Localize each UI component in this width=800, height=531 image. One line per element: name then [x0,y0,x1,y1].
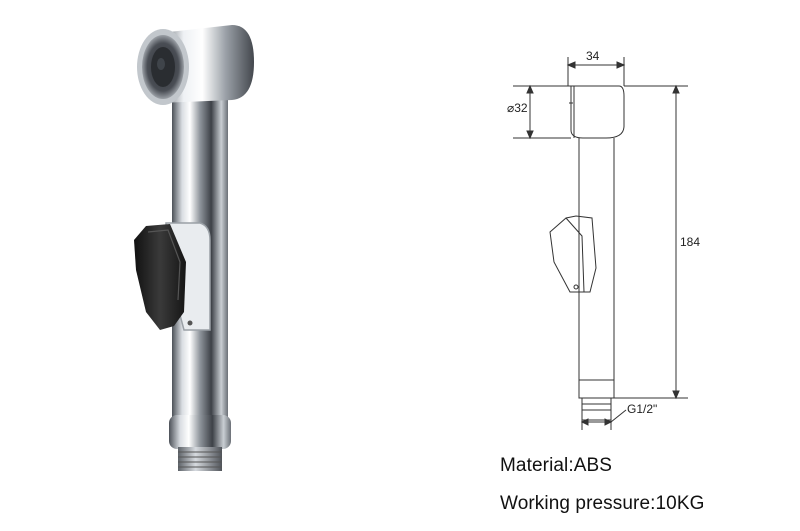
sprayer-head [137,25,254,105]
dim-thread-label: G1/2" [627,402,657,416]
drawing-lever [549,215,597,293]
dim-length-label: 184 [680,235,700,249]
trigger-lever [134,224,186,330]
dim-diameter-label: ⌀32 [507,101,528,115]
dim-width-label: 34 [586,49,600,63]
sprayer-photo [134,25,254,471]
thread-connector [178,447,222,471]
sprayer-collar [169,415,231,449]
spec-material: Material:ABS [500,455,613,476]
spec-working-pressure: Working pressure:10KG [500,493,705,514]
drawing-body [578,138,615,381]
drawing-thread [581,397,612,421]
drawing-head [570,85,625,139]
